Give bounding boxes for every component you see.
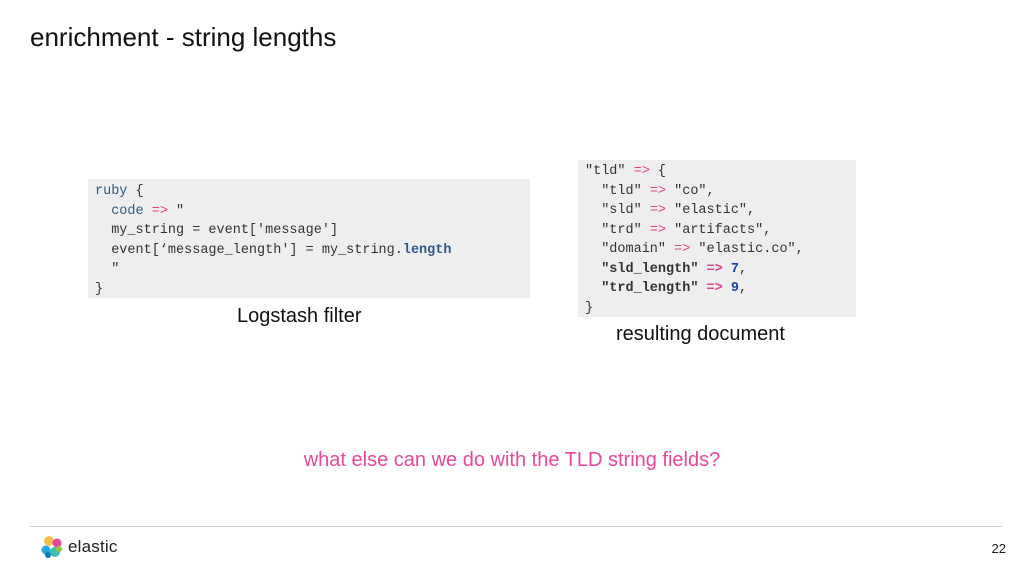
arrow-operator: =>: [633, 164, 650, 179]
resulting-document-caption: resulting document: [616, 323, 785, 345]
logstash-filter-code: ruby { code => " my_string = event['mess…: [88, 179, 530, 298]
elastic-logo: elastic: [40, 535, 118, 559]
arrow-operator: =>: [649, 203, 667, 218]
logstash-filter-caption: Logstash filter: [237, 305, 362, 327]
code-line: my_string = event['message']: [95, 223, 339, 238]
code-line: ruby {: [95, 184, 144, 199]
arrow-operator: =>: [706, 261, 723, 277]
footer-divider: [30, 526, 1002, 527]
sld-length-key: "sld_length": [601, 261, 699, 277]
elastic-logo-icon: [41, 536, 62, 558]
arrow-operator: =>: [706, 281, 723, 296]
code-line: "domain" => "elastic.co",: [585, 242, 804, 257]
arrow-operator: =>: [649, 183, 667, 199]
code-line: "tld" => "co",: [585, 183, 715, 199]
slide-question: what else can we do with the TLD string …: [303, 449, 721, 471]
trd-length-key: "trd_length": [601, 281, 699, 296]
code-line: }: [585, 300, 594, 316]
code-line: }: [95, 281, 104, 297]
length-method: length: [402, 242, 452, 258]
code-line: "trd" => "artifacts",: [585, 222, 772, 238]
code-line: "sld_length" => 7,: [601, 261, 748, 277]
code-line: "trd_length" => 9,: [601, 281, 748, 296]
code-line: event[‘message_length'] = my_string.leng…: [95, 242, 452, 258]
code-line: "tld" => {: [585, 164, 667, 179]
code-line: ": [95, 262, 120, 277]
sld-length-value: 7: [730, 261, 739, 277]
arrow-operator: =>: [674, 242, 691, 257]
arrow-operator: =>: [151, 203, 168, 219]
ruby-keyword: ruby: [95, 184, 128, 199]
slide-title: enrichment - string lengths: [30, 22, 337, 52]
resulting-document-code: "tld" => { "tld" => "co", "sld" => "elas…: [578, 160, 856, 317]
code-line: code => ": [111, 203, 185, 219]
elastic-logo-text: elastic: [68, 537, 118, 556]
code-keyword: code: [111, 203, 144, 219]
trd-length-value: 9: [730, 281, 739, 296]
page-number: 22: [991, 541, 1006, 556]
code-line: "sld" => "elastic",: [585, 203, 756, 218]
arrow-operator: =>: [649, 222, 667, 238]
